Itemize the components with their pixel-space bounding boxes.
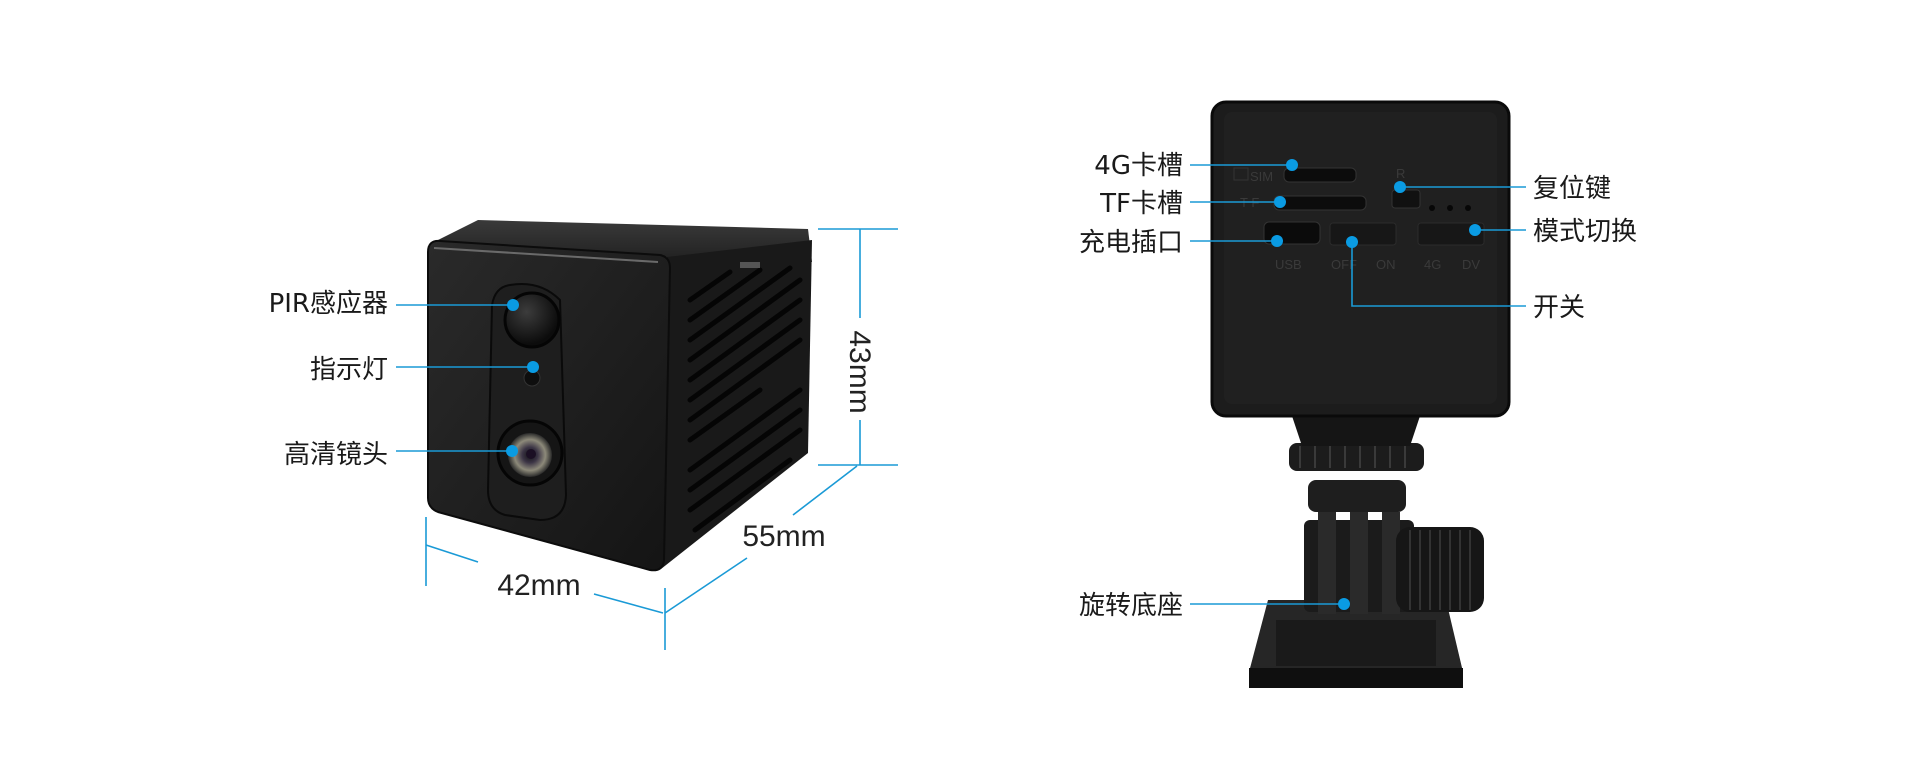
callout-label-tf: TF卡槽 [1099,189,1183,219]
callout-power: 开关 [1346,236,1585,323]
callout-mode: 模式切换 [1469,217,1637,247]
front-camera-illustration [427,220,812,572]
dimension-height: 43mm [818,228,898,466]
tf-slot[interactable] [1273,195,1367,211]
side-indicator-holes [740,262,760,268]
back-camera-illustration: SIM T F USB OFF ON R 4G DV [1210,100,1511,688]
callout-sim-slot: 4G卡槽 [1094,151,1298,181]
power-switch[interactable] [1329,222,1397,246]
dimension-depth: 55mm [664,465,858,614]
mount-knurled-ring [1289,443,1424,471]
sim-slot[interactable] [1283,167,1357,183]
marking-dv: DV [1462,257,1480,272]
marking-usb: USB [1275,257,1302,272]
callout-label-indicator: 指示灯 [310,355,388,385]
callout-label-sim: 4G卡槽 [1094,151,1183,181]
callout-label-lens: 高清镜头 [284,440,388,470]
callout-label-pir: PIR感应器 [269,289,388,319]
dimension-label-height: 43mm [843,330,876,413]
mount-lower-ring [1308,480,1406,512]
callout-label-usb: 充电插口 [1079,228,1183,258]
callout-lens: 高清镜头 [284,440,518,470]
dimension-width: 42mm [425,517,666,650]
callout-usb: 充电插口 [1079,228,1283,258]
hd-lens-center [526,449,536,459]
callout-label-power: 开关 [1533,293,1585,323]
dimension-label-depth: 55mm [742,520,825,553]
callout-pir: PIR感应器 [269,289,519,319]
side-vent-slots [687,265,803,533]
callout-tf-slot: TF卡槽 [1099,189,1286,219]
callout-base: 旋转底座 [1079,591,1350,621]
callout-dot [1338,598,1350,610]
callout-dot [1469,224,1481,236]
callout-dot [506,445,518,457]
mount-neck [1292,416,1420,446]
reset-button[interactable] [1391,189,1421,209]
front-edge-highlight [433,247,659,263]
callout-dot [1286,159,1298,171]
mode-switch[interactable] [1417,222,1485,246]
callout-dot [527,361,539,373]
callout-label-reset: 复位键 [1533,174,1611,204]
callout-reset: 复位键 [1394,174,1611,204]
marking-reset: R [1396,166,1405,181]
marking-off: OFF [1331,257,1357,272]
marking-on: ON [1376,257,1396,272]
callout-dot [1274,196,1286,208]
callout-dot [1346,236,1358,248]
callout-dot [1271,235,1283,247]
marking-4g: 4G [1424,257,1441,272]
callout-label-base: 旋转底座 [1079,591,1183,621]
callout-dot [1394,181,1406,193]
camera-back-panel [1224,112,1497,404]
marking-sim: SIM [1250,169,1273,184]
callout-label-mode: 模式切换 [1533,217,1637,247]
callout-dot [507,299,519,311]
dimension-label-width: 42mm [497,569,580,602]
callout-indicator: 指示灯 [310,355,539,385]
mount-base-plate [1276,620,1436,666]
mount-base-front [1249,668,1463,688]
knob-knurling [1409,530,1471,610]
